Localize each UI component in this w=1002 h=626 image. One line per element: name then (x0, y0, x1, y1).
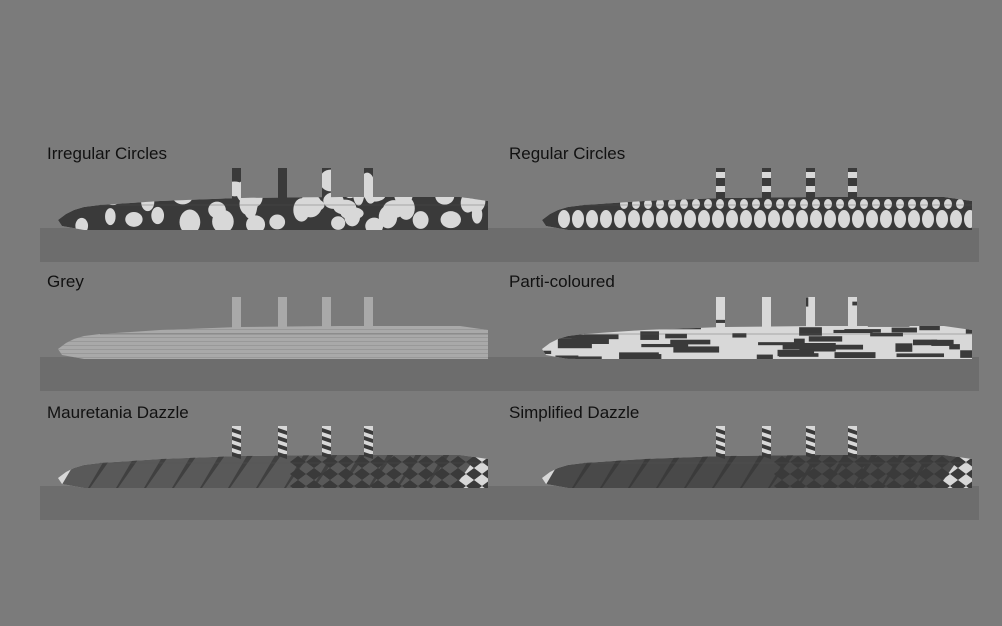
label-parti-coloured: Parti-coloured (509, 272, 615, 291)
label-simplified-dazzle: Simplified Dazzle (509, 403, 640, 422)
water-band-bottom (40, 486, 979, 520)
water-band-middle (40, 357, 979, 391)
label-irregular-circles: Irregular Circles (47, 144, 167, 163)
label-grey: Grey (47, 272, 84, 291)
ship-grey (58, 297, 488, 359)
ship-mauretania-dazzle (58, 426, 488, 488)
ship-regular-circles (542, 168, 972, 230)
label-mauretania-dazzle: Mauretania Dazzle (47, 403, 189, 422)
water-band-top (40, 228, 979, 262)
ship-simplified-dazzle (542, 426, 972, 488)
ship-parti-coloured (542, 297, 972, 359)
ship-irregular-circles (58, 168, 488, 230)
label-regular-circles: Regular Circles (509, 144, 626, 163)
